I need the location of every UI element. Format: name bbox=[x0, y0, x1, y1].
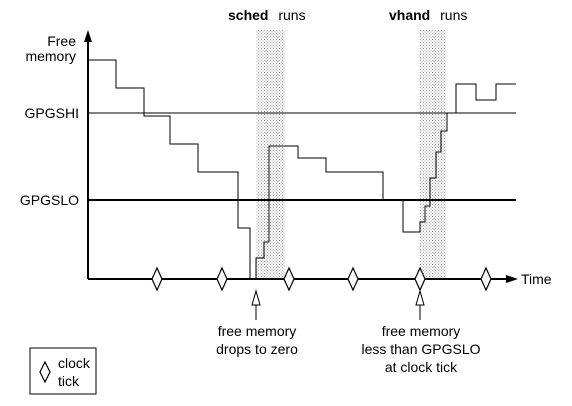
gpgshi-label: GPGSHI bbox=[25, 105, 79, 121]
clock-tick-marker-4 bbox=[347, 266, 359, 292]
y-axis-label-line2: memory bbox=[25, 48, 76, 64]
annotation-arrow-1-head bbox=[251, 289, 261, 306]
sched-process-name: sched bbox=[228, 7, 268, 23]
x-axis-label: Time bbox=[521, 271, 552, 287]
annotation-gpgslo-line2: less than GPGSLO bbox=[361, 341, 480, 357]
legend-label-line2: tick bbox=[58, 373, 80, 389]
annotation-arrow-2-head bbox=[415, 289, 425, 306]
annotation-zero-line1: free memory bbox=[218, 323, 297, 339]
annotation-gpgslo-line1: free memory bbox=[382, 323, 461, 339]
gpgslo-label: GPGSLO bbox=[20, 192, 79, 208]
clock-tick-marker-3 bbox=[283, 266, 295, 292]
clock-tick-marker-6 bbox=[480, 266, 492, 292]
annotation-zero-line2: drops to zero bbox=[216, 341, 298, 357]
annotation-gpgslo-line3: at clock tick bbox=[385, 359, 458, 375]
y-axis-arrowhead bbox=[84, 30, 92, 42]
free-memory-step-curve bbox=[88, 59, 516, 280]
clock-tick-marker-1 bbox=[151, 266, 163, 292]
vhand-process-name: vhand bbox=[389, 7, 430, 23]
legend-label-line1: clock bbox=[58, 355, 91, 371]
vhand-runs-word: runs bbox=[440, 7, 467, 23]
vhand-runs-label: vhand runs bbox=[389, 7, 467, 23]
y-axis-label-line1: Free bbox=[47, 33, 76, 49]
vhand-run-region bbox=[420, 30, 446, 279]
x-axis-arrowhead bbox=[506, 275, 518, 283]
clock-tick-marker-2 bbox=[216, 266, 228, 292]
sched-runs-word: runs bbox=[278, 7, 305, 23]
sched-runs-label: sched runs bbox=[228, 7, 306, 23]
sched-run-region bbox=[256, 30, 285, 279]
legend-clock-tick-icon bbox=[39, 360, 51, 384]
